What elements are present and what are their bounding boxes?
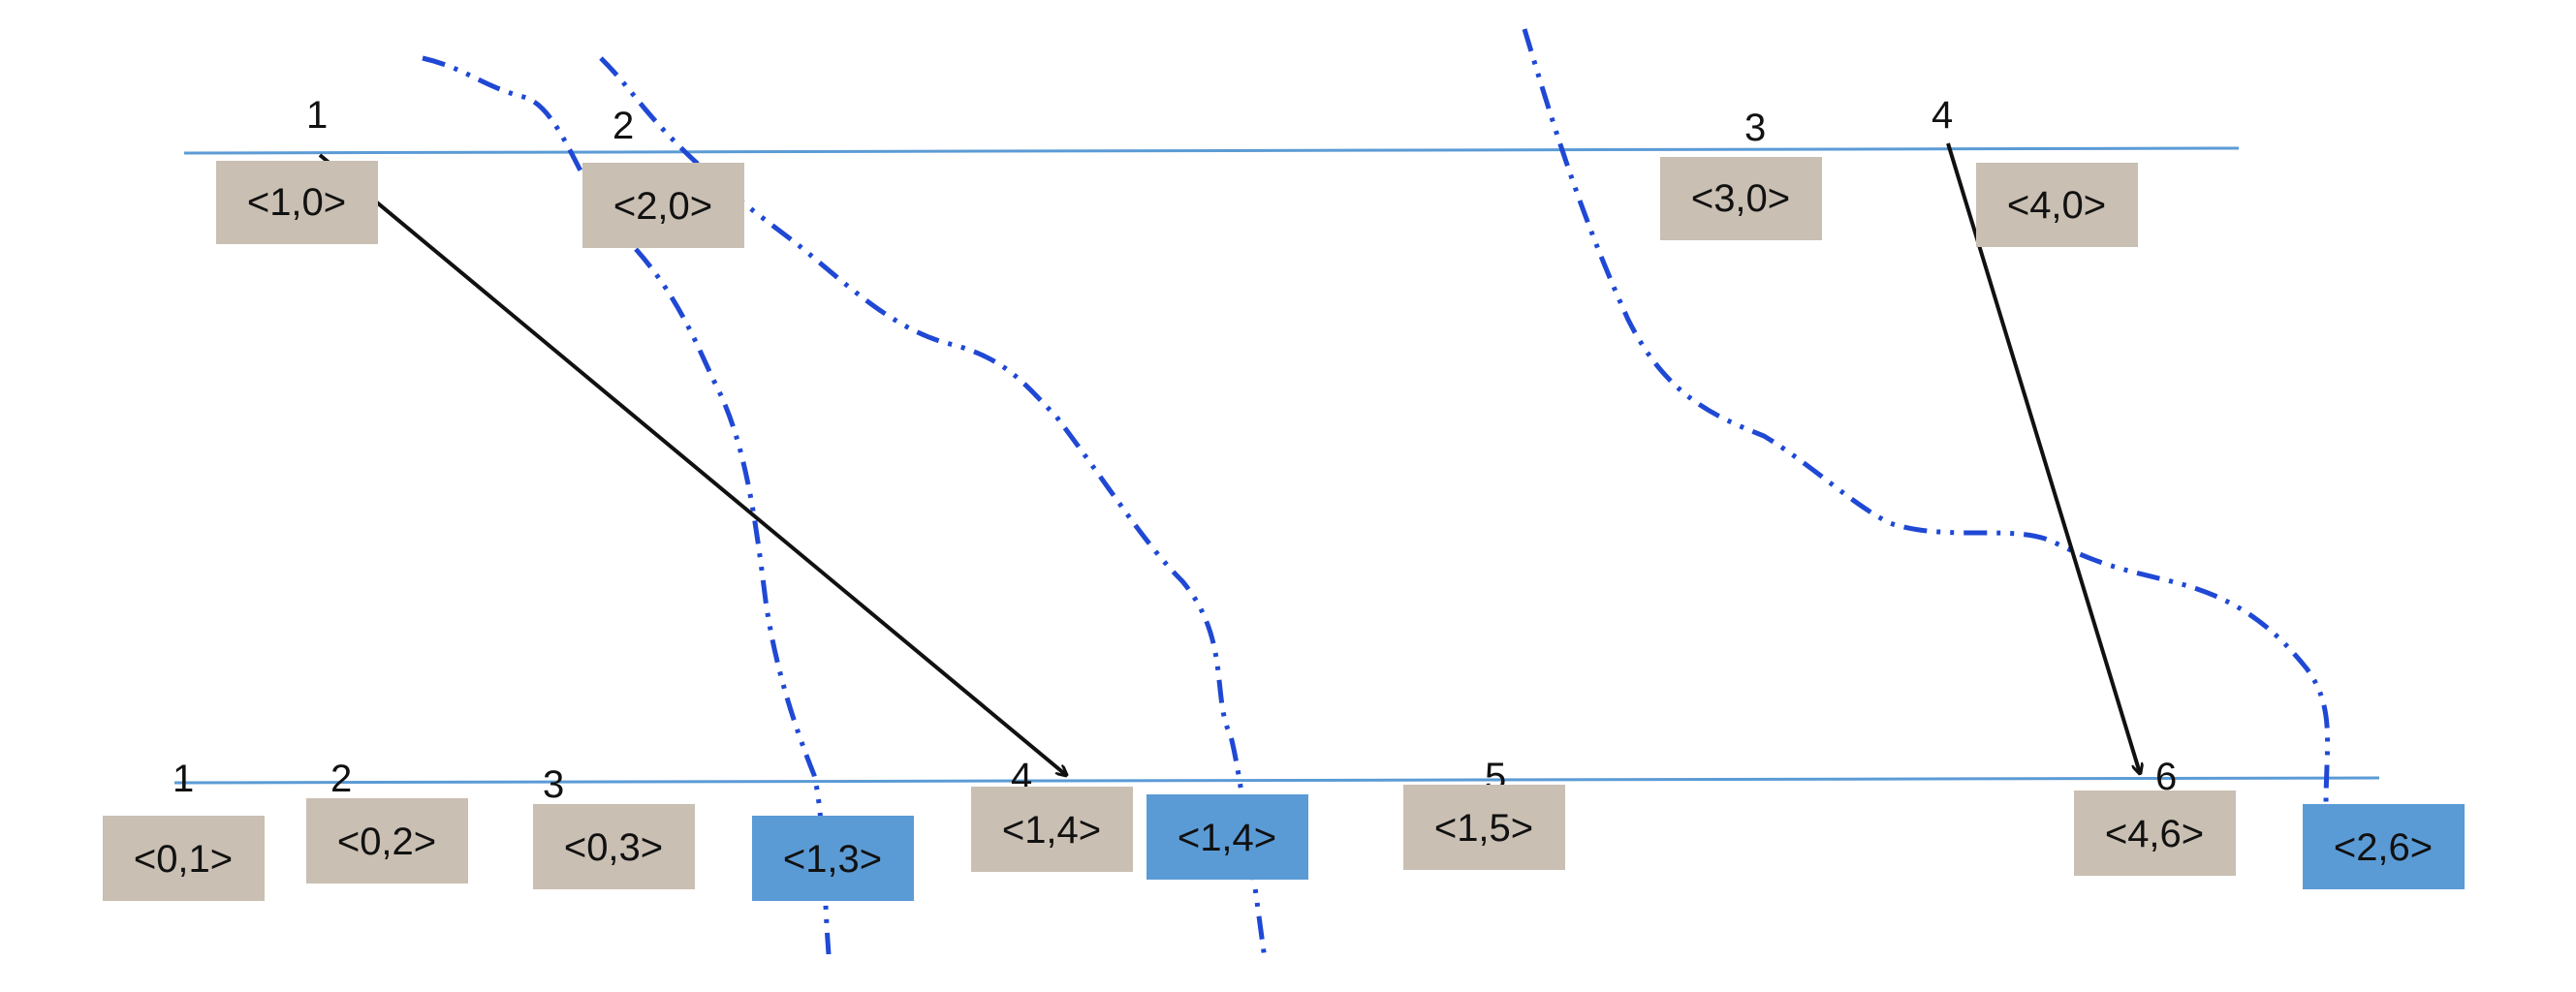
bottom-box-1-4-blue: <1,4> (1147, 794, 1308, 880)
svg-text:<1,4>: <1,4> (1002, 809, 1101, 852)
bottom-box-2-6: <2,6> (2303, 804, 2465, 889)
svg-text:<4,0>: <4,0> (2007, 184, 2106, 227)
svg-text:<1,3>: <1,3> (783, 838, 882, 881)
bottom-tick-3: 3 (543, 763, 564, 806)
message-arrow-4-to-6 (1946, 142, 2140, 773)
svg-text:<0,3>: <0,3> (564, 826, 663, 869)
cut-line-left (422, 55, 832, 955)
bottom-box-1-3: <1,3> (752, 816, 914, 901)
bottom-tick-6: 6 (2155, 756, 2177, 798)
svg-text:<1,5>: <1,5> (1434, 807, 1533, 850)
top-box-1: <1,0> (216, 161, 378, 244)
bottom-timeline (173, 776, 2380, 785)
top-tick-1: 1 (306, 94, 328, 137)
top-timeline (183, 146, 2240, 155)
svg-text:<3,0>: <3,0> (1691, 177, 1790, 220)
bottom-box-1-5: <1,5> (1403, 785, 1565, 870)
bottom-box-1-4-tan: <1,4> (971, 787, 1133, 872)
top-tick-3: 3 (1744, 107, 1766, 149)
cut-line-right (1522, 28, 2331, 805)
top-box-3: <3,0> (1660, 157, 1822, 240)
bottom-box-4-6: <4,6> (2074, 790, 2236, 876)
bottom-box-0-2: <0,2> (306, 798, 468, 884)
svg-text:<1,4>: <1,4> (1178, 817, 1276, 859)
top-tick-4: 4 (1932, 94, 1953, 137)
svg-text:<4,6>: <4,6> (2105, 813, 2204, 855)
svg-text:<2,6>: <2,6> (2334, 826, 2433, 869)
svg-text:<0,2>: <0,2> (337, 821, 436, 863)
message-arrow-1-to-4 (318, 153, 1066, 775)
bottom-box-0-1: <0,1> (103, 816, 265, 901)
cut-line-middle (599, 56, 1268, 960)
svg-text:<2,0>: <2,0> (613, 185, 712, 228)
bottom-box-0-3: <0,3> (533, 804, 695, 889)
svg-text:<1,0>: <1,0> (247, 181, 346, 224)
svg-text:<0,1>: <0,1> (134, 838, 233, 881)
bottom-tick-1: 1 (173, 758, 194, 800)
bottom-tick-2: 2 (330, 758, 352, 800)
top-tick-2: 2 (613, 105, 634, 147)
top-box-4: <4,0> (1976, 163, 2138, 247)
top-box-2: <2,0> (582, 163, 744, 248)
